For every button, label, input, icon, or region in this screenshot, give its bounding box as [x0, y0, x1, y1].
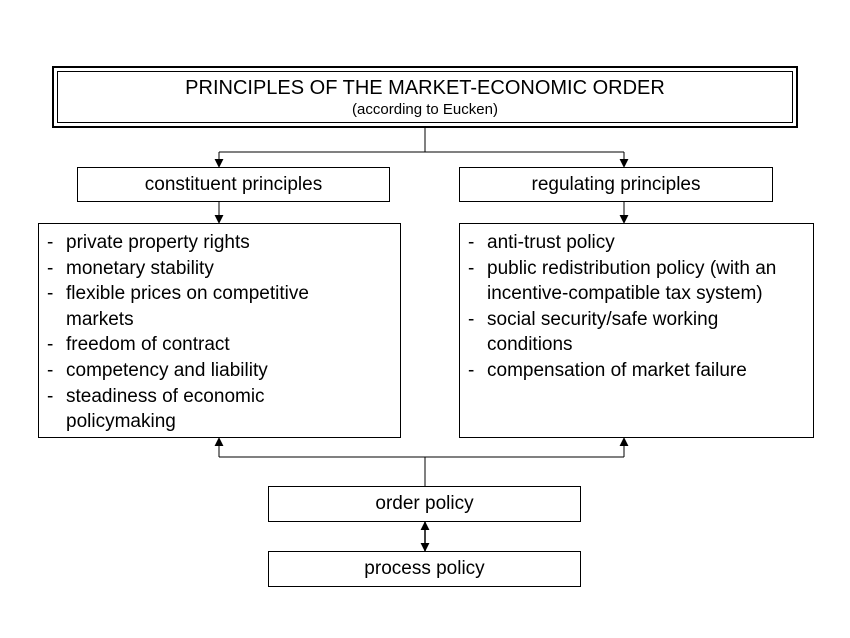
list-item: monetary stability — [47, 256, 392, 282]
regulating-principles-header: regulating principles — [459, 167, 773, 202]
list-item: public redistribution policy (with an in… — [468, 256, 787, 307]
diagram-title: PRINCIPLES OF THE MARKET-ECONOMIC ORDER — [185, 76, 665, 99]
list-item: steadiness of economic policymaking — [47, 384, 306, 435]
process-policy-label: process policy — [364, 558, 485, 579]
list-item: compensation of market failure — [468, 358, 805, 384]
order-policy-box: order policy — [268, 486, 581, 522]
regulating-principles-list-box: anti-trust policy public redistribution … — [459, 223, 814, 438]
title-inner-frame: PRINCIPLES OF THE MARKET-ECONOMIC ORDER … — [57, 71, 793, 123]
list-item: anti-trust policy — [468, 230, 805, 256]
order-policy-label: order policy — [375, 493, 474, 514]
regulating-principles-list: anti-trust policy public redistribution … — [468, 230, 805, 384]
process-policy-box: process policy — [268, 551, 581, 587]
list-item: social security/safe working conditions — [468, 307, 767, 358]
title-box: PRINCIPLES OF THE MARKET-ECONOMIC ORDER … — [52, 66, 798, 128]
constituent-principles-list-box: private property rights monetary stabili… — [38, 223, 401, 438]
list-item: freedom of contract — [47, 332, 392, 358]
list-item: competency and liability — [47, 358, 392, 384]
list-item: flexible prices on competitive markets — [47, 281, 346, 332]
diagram-subtitle: (according to Eucken) — [352, 100, 498, 118]
constituent-principles-header: constituent principles — [77, 167, 390, 202]
regulating-principles-label: regulating principles — [531, 173, 701, 195]
list-item: private property rights — [47, 230, 392, 256]
constituent-principles-label: constituent principles — [144, 173, 323, 195]
constituent-principles-list: private property rights monetary stabili… — [47, 230, 392, 435]
